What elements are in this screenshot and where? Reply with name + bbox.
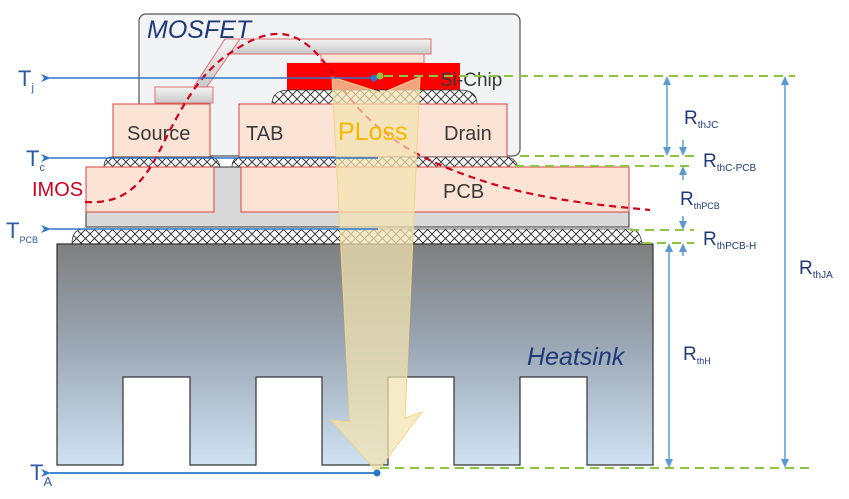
- tab-label: TAB: [246, 123, 283, 145]
- tpcb-label: TPCB: [6, 218, 38, 245]
- source-solder-layer: [103, 156, 221, 168]
- temperature-lines: [41, 72, 384, 477]
- ploss-label: PLoss: [338, 118, 407, 146]
- dimension-arrows: [663, 76, 789, 468]
- imos-label: IMOS: [32, 179, 83, 201]
- rthjc-label: RthJC: [684, 108, 718, 131]
- heatsink-label: Heatsink: [527, 343, 626, 371]
- ta-label: TA: [30, 460, 52, 489]
- tj-label: Tj: [18, 66, 34, 94]
- si-chip-label: Si-Chip: [440, 70, 502, 91]
- drain-label: Drain: [444, 123, 492, 145]
- rthpcb-label: RthPCB: [680, 189, 720, 211]
- tj-level-point: [376, 72, 384, 80]
- rthpcbh-label: RthPCB-H: [703, 229, 756, 252]
- ploss-arrow: PLoss: [329, 76, 424, 473]
- ta-point: [373, 469, 381, 477]
- resistance-labels: RthJC RthC-PCB RthPCB RthPCB-H RthH RthJ…: [680, 108, 833, 366]
- source-label: Source: [127, 123, 190, 145]
- tc-label: Tc: [26, 146, 45, 174]
- rthja-label: RthJA: [799, 258, 833, 281]
- current-curve: IMOS: [32, 32, 651, 212]
- temperature-labels: Tj Tc TPCB TA: [6, 66, 52, 489]
- level-lines: [380, 75, 810, 469]
- pcb-label: PCB: [443, 181, 484, 203]
- rthh-label: RthH: [683, 344, 711, 366]
- rthcpcb-label: RthC-PCB: [703, 151, 757, 174]
- tj-point: [370, 74, 378, 82]
